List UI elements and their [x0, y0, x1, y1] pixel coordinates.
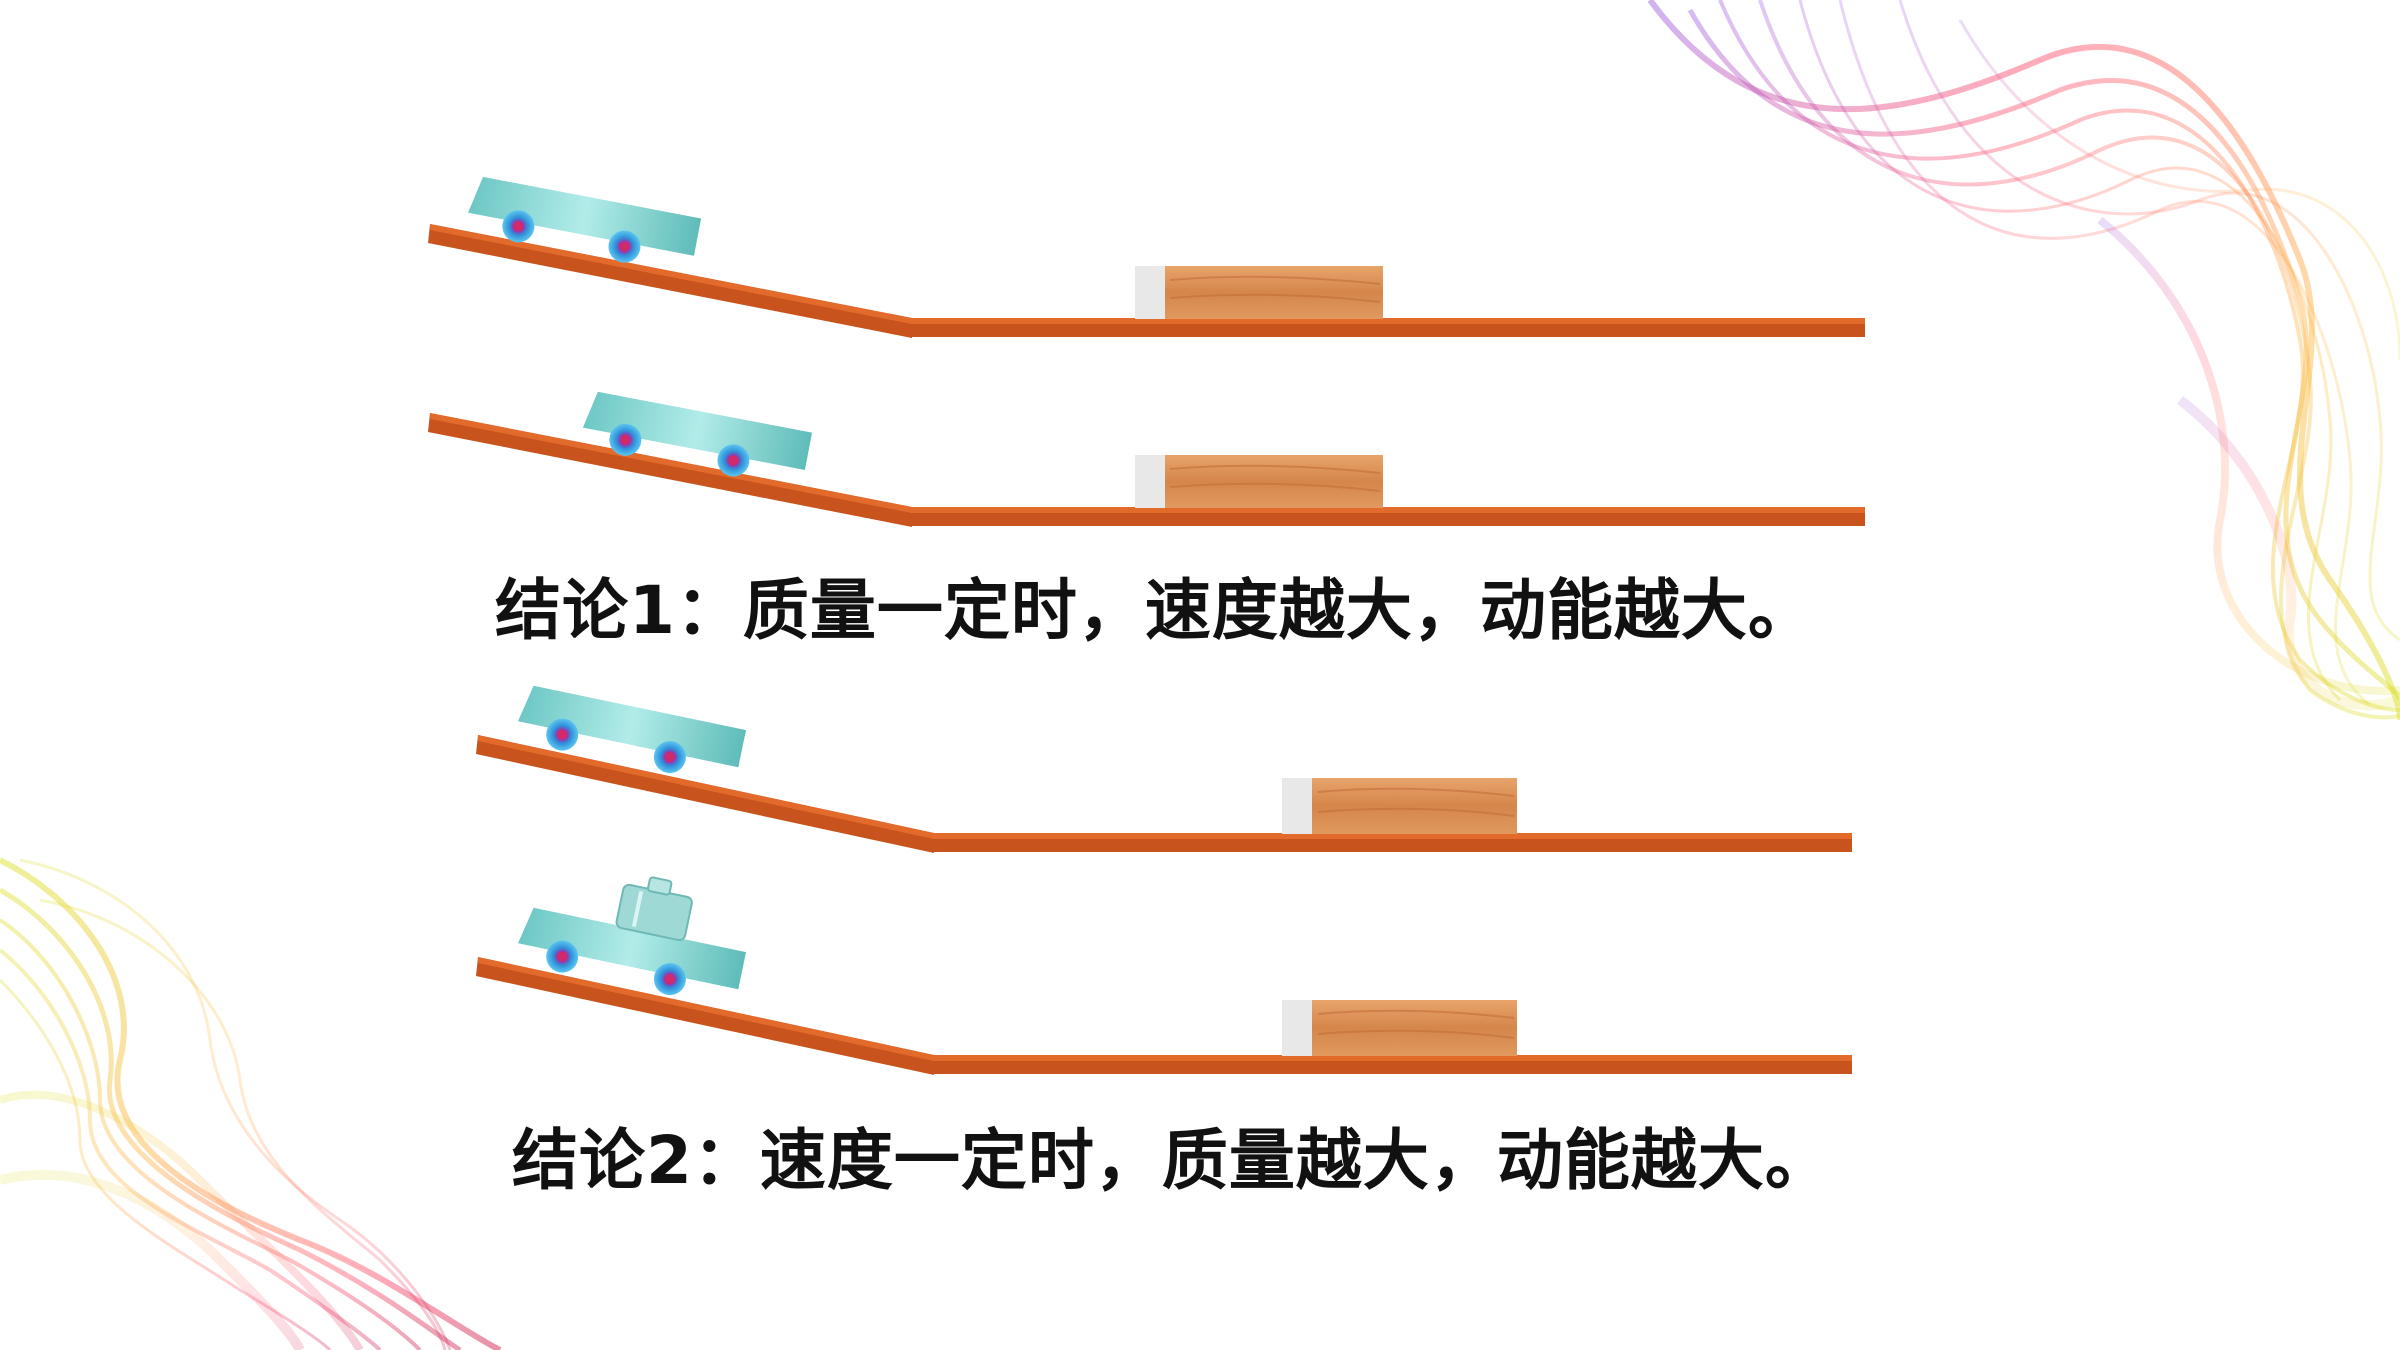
wooden-block-icon — [1282, 1000, 1517, 1056]
ramp — [428, 224, 1865, 338]
cart-icon — [518, 685, 747, 774]
cart-icon — [468, 176, 702, 263]
cart-icon — [518, 907, 747, 996]
cart-icon — [582, 391, 813, 477]
ramp — [428, 413, 1865, 527]
experiment-3 — [476, 685, 1852, 853]
wooden-block-icon — [1282, 778, 1517, 834]
ramp — [476, 735, 1852, 853]
weight-icon — [615, 876, 693, 942]
ribbon-decoration-bottom-left-icon — [0, 857, 502, 1350]
experiment-2 — [428, 391, 1865, 527]
wooden-block-icon — [1135, 455, 1383, 508]
experiment-4 — [476, 876, 1852, 1075]
conclusion-2-text: 结论2：速度一定时，质量越大，动能越大。 — [512, 1122, 1832, 1199]
ramp — [476, 957, 1852, 1075]
ribbon-decoration-top-right-icon — [1647, 0, 2400, 721]
experiment-1 — [428, 176, 1865, 338]
conclusion-1-text: 结论1：质量一定时，速度越大，动能越大。 — [495, 572, 1815, 649]
wooden-block-icon — [1135, 266, 1383, 319]
